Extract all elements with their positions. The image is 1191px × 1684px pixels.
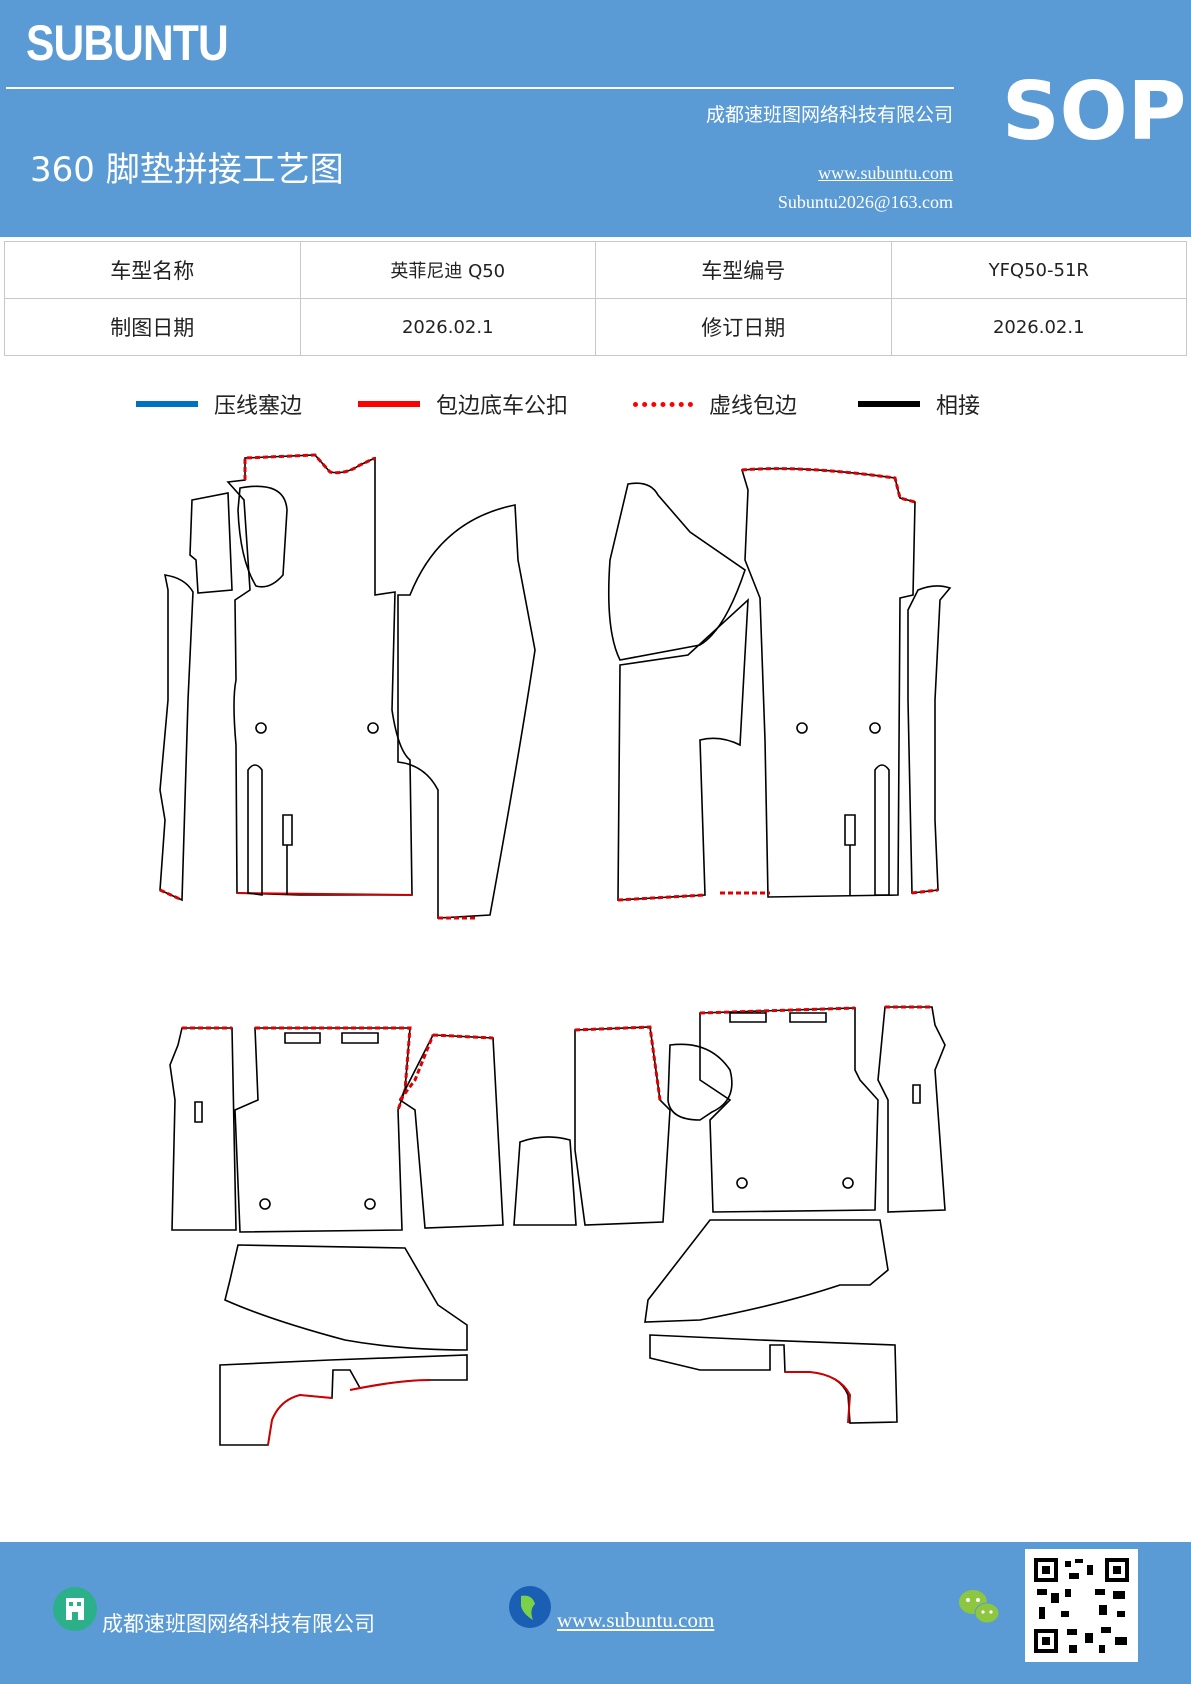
rear-right-side: [877, 1006, 946, 1213]
label-revise-date: 修订日期: [595, 298, 892, 356]
rear-right-lower-piece: [644, 1219, 889, 1323]
header: SUBUNTU 成都速班图网络科技有限公司 360 脚垫拼接工艺图 www.su…: [0, 0, 1191, 237]
table-row: 制图日期 2026.02.1 修订日期 2026.02.1: [4, 298, 1187, 356]
legend-label: 包边底车公扣: [436, 394, 569, 419]
website-link[interactable]: www.subuntu.com: [818, 163, 953, 183]
legend-item: 相接: [858, 388, 980, 420]
rear-center-piece: [513, 1136, 577, 1226]
footer-company: 成都速班图网络科技有限公司: [102, 1612, 375, 1636]
clip-hole: [869, 722, 881, 734]
building-icon: [53, 1587, 97, 1631]
front-right-pieces: [607, 467, 952, 902]
clip-hole: [736, 1177, 748, 1189]
left-sill-strip: [159, 574, 194, 902]
legend-label: 虚线包边: [709, 394, 798, 419]
left-side-piece: [189, 492, 233, 594]
rear-left-lower-piece: [224, 1244, 468, 1351]
legend-item: 压线塞边: [136, 388, 302, 420]
rear-left-mat: [234, 1027, 411, 1233]
vent-slot: [729, 1012, 827, 1023]
rear-right-bottom-strip: [649, 1334, 898, 1424]
clip-hole: [842, 1177, 854, 1189]
rear-left-side: [169, 1027, 237, 1231]
legend-swatch: [358, 401, 420, 407]
label-model-name: 车型名称: [4, 241, 301, 299]
footer: 成都速班图网络科技有限公司 www.subuntu.com: [0, 1542, 1191, 1684]
wechat-icon: [959, 1590, 1000, 1624]
company-name: 成都速班图网络科技有限公司: [705, 104, 953, 126]
rear-right-tunnel-side: [574, 1026, 671, 1226]
rear-pieces: [169, 1005, 946, 1446]
value-revise-date: 2026.02.1: [890, 298, 1187, 356]
rear-left-tunnel-side: [398, 1034, 504, 1229]
legend-swatch: [858, 401, 920, 407]
divider: [6, 87, 954, 89]
right-sill-strip: [907, 585, 952, 894]
heel-slot: [874, 764, 890, 896]
info-table: 车型名称 英菲尼迪 Q50 车型编号 YFQ50-51R 制图日期 2026.0…: [4, 241, 1187, 356]
legend-item: 包边底车公扣: [358, 388, 568, 420]
vent-slot: [284, 1032, 379, 1044]
clip-hole: [255, 722, 267, 734]
legend-label: 相接: [936, 394, 981, 419]
sop-badge: SOP: [1002, 65, 1187, 158]
email: Subuntu2026@163.com: [777, 192, 953, 212]
legend-swatch: [633, 401, 693, 407]
legend-label: 压线塞边: [214, 394, 303, 419]
left-pillar-piece: [237, 485, 288, 588]
slot: [282, 814, 293, 895]
label-draw-date: 制图日期: [4, 298, 301, 356]
page-title: 360 脚垫拼接工艺图: [30, 150, 344, 190]
brand-logo: SUBUNTU: [26, 15, 229, 71]
label-model-code: 车型编号: [595, 241, 892, 299]
slot: [194, 1101, 203, 1123]
passenger-side-piece: [617, 598, 749, 901]
clip-hole: [367, 722, 379, 734]
center-tunnel-piece: [397, 504, 536, 919]
heel-slot: [247, 764, 263, 896]
slot: [844, 814, 856, 895]
front-left-pieces: [159, 453, 536, 920]
slot: [912, 1084, 921, 1104]
driver-mat: [226, 454, 413, 896]
value-model-name: 英菲尼迪 Q50: [299, 241, 596, 299]
value-draw-date: 2026.02.1: [299, 298, 596, 356]
legend-item: 虚线包边: [633, 388, 797, 420]
clip-hole: [796, 722, 808, 734]
table-row: 车型名称 英菲尼迪 Q50 车型编号 YFQ50-51R: [4, 241, 1187, 299]
value-model-code: YFQ50-51R: [890, 241, 1187, 299]
footer-website-link[interactable]: www.subuntu.com: [557, 1608, 715, 1632]
rear-left-bottom-strip: [219, 1354, 468, 1446]
qr-code: [1025, 1549, 1138, 1662]
mat-pieces-diagram: [159, 453, 952, 1446]
legend: 压线塞边 包边底车公扣 虚线包边 相接: [0, 388, 1191, 420]
right-pillar-piece: [607, 482, 746, 661]
rear-right-mat: [699, 1007, 879, 1213]
clip-hole: [364, 1198, 376, 1210]
clip-hole: [259, 1198, 271, 1210]
globe-icon: [509, 1586, 551, 1628]
legend-swatch: [136, 401, 198, 407]
